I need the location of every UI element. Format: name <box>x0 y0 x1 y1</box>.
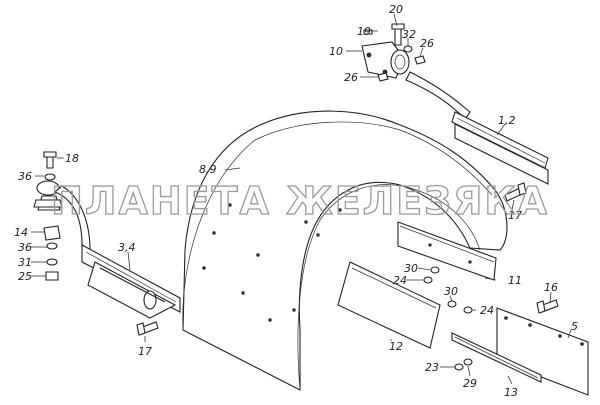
callout-26a: 26 <box>420 37 434 50</box>
callout-3-4: 3,4 <box>118 241 136 254</box>
center-fasteners <box>423 266 559 371</box>
strip-13 <box>451 332 542 383</box>
callout-30a: 30 <box>404 262 418 275</box>
callout-1-2: 1,2 <box>498 114 516 127</box>
callout-12: 12 <box>389 340 403 353</box>
clamp-assembly-10 <box>361 23 426 82</box>
callout-19: 19 <box>357 25 371 38</box>
callout-11: 11 <box>508 274 522 287</box>
leader-lines <box>31 13 572 385</box>
callout-labels: 20 19 32 26 10 26 1,2 8,9 18 36 17 14 36… <box>14 3 578 399</box>
callout-17a: 17 <box>508 209 522 222</box>
callout-14: 14 <box>14 226 28 239</box>
callout-20: 20 <box>389 3 403 16</box>
callout-31: 31 <box>18 256 32 269</box>
callout-25: 25 <box>18 270 32 283</box>
callout-8-9: 8,9 <box>199 163 217 176</box>
callout-32: 32 <box>402 28 416 41</box>
callout-30b: 30 <box>444 285 458 298</box>
callout-18: 18 <box>65 152 79 165</box>
callout-36a: 36 <box>18 170 32 183</box>
mudflap-5 <box>496 307 589 396</box>
callout-5: 5 <box>571 320 578 333</box>
callout-23: 23 <box>425 361 439 374</box>
bolt-17-upper <box>504 182 527 202</box>
callout-29: 29 <box>463 377 477 390</box>
watermark-text: ПЛАНЕТА ЖЕЛЕЗЯКА <box>51 179 549 223</box>
callout-36b: 36 <box>18 241 32 254</box>
callout-16: 16 <box>544 281 558 294</box>
callout-24b: 24 <box>480 304 494 317</box>
callout-13: 13 <box>504 386 518 399</box>
plate-12 <box>337 261 441 349</box>
bracket-bar-12 <box>405 71 549 185</box>
left-bracket-34 <box>33 180 181 319</box>
callout-26b: 26 <box>344 71 358 84</box>
callout-17b: 17 <box>138 345 152 358</box>
callout-24a: 24 <box>393 274 407 287</box>
bolt-17-lower <box>136 321 159 336</box>
callout-10: 10 <box>329 45 343 58</box>
fender-main <box>182 110 508 391</box>
fender-rivets <box>202 203 342 322</box>
left-fasteners <box>43 151 61 281</box>
